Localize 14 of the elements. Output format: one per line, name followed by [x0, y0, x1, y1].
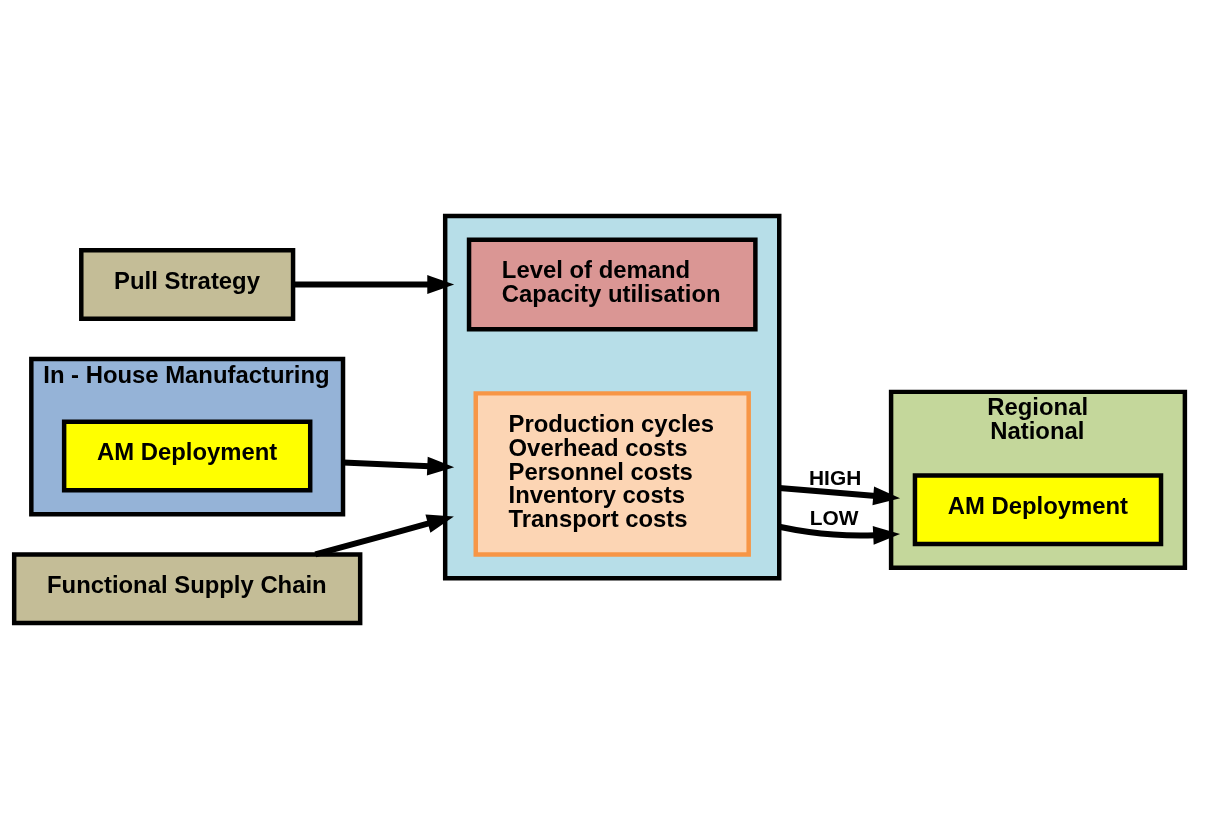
cluster	[442, 213, 782, 581]
node-box: Pull Strategy	[79, 247, 296, 322]
edge-label: LOW	[809, 505, 859, 529]
node-box: Production cycles Overhead costs Personnel costs Inventory costs Transport costs	[473, 391, 751, 557]
arrow	[779, 484, 901, 506]
edge-label: HIGH	[809, 465, 862, 489]
node-box: Level of demand Capacity utilisation	[466, 237, 758, 332]
arrow	[342, 456, 455, 476]
arrow	[314, 514, 454, 558]
arrow	[293, 275, 455, 294]
node-box: AM Deployment	[61, 419, 313, 493]
node-box: AM Deployment	[912, 473, 1164, 547]
arrow	[778, 523, 901, 545]
node-box: Functional Supply Chain	[11, 552, 363, 626]
